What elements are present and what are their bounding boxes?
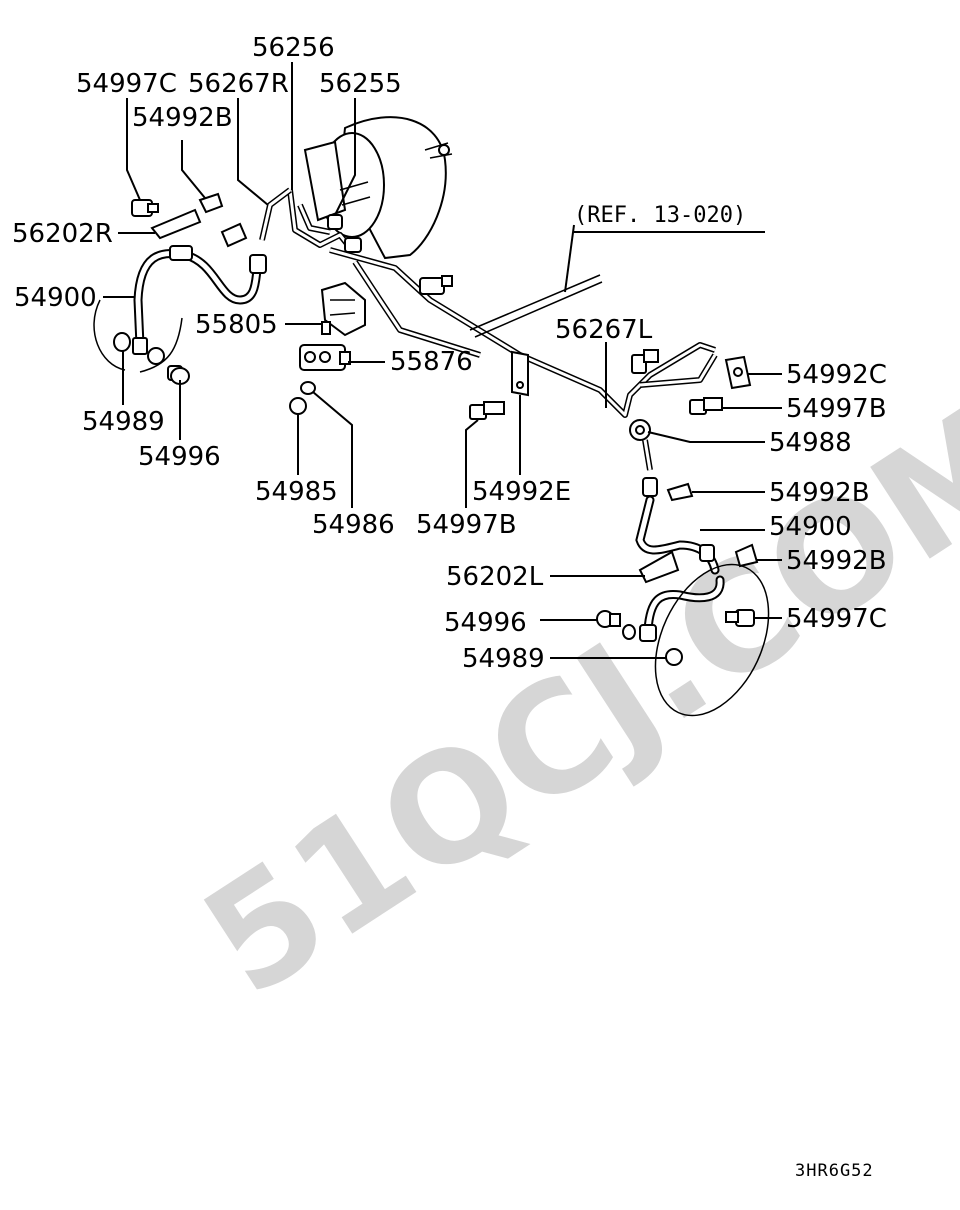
label-54997b-mid: 54997B — [416, 510, 517, 540]
bolt-54997b-right — [689, 397, 723, 415]
label-54989-left: 54989 — [82, 407, 165, 437]
label-54992b-right-1: 54992B — [769, 478, 870, 508]
bracket-56202r — [150, 208, 202, 240]
bracket-55805 — [320, 281, 366, 337]
clip-56267l-top — [631, 349, 659, 374]
bolt-54997c-left — [131, 199, 159, 217]
fitting-56255 — [327, 214, 362, 253]
nut-54986 — [300, 381, 316, 395]
bracket-56202l — [638, 550, 680, 584]
bolt-54996-left — [167, 365, 190, 385]
label-54986: 54986 — [312, 510, 395, 540]
label-54992e: 54992E — [472, 477, 571, 507]
label-54997c-top: 54997C — [76, 69, 177, 99]
gasket-left — [147, 347, 165, 365]
gasket-right — [622, 624, 636, 640]
label-56256: 56256 — [252, 33, 335, 63]
label-54988: 54988 — [769, 428, 852, 458]
label-55805: 55805 — [195, 310, 278, 340]
label-56267r: 56267R — [188, 69, 289, 99]
valve-55876 — [299, 344, 351, 371]
clip-54992e — [511, 350, 529, 397]
label-56255: 56255 — [319, 69, 402, 99]
bolt-54997b-mid — [469, 401, 505, 420]
clip-54992c — [724, 355, 752, 390]
bolt-54996-right — [596, 610, 621, 628]
label-54989-right: 54989 — [462, 644, 545, 674]
brake-hose-54900-left — [132, 245, 267, 355]
clip-54992b-right-1 — [666, 482, 694, 502]
brake-pipe-56267l-run — [329, 247, 718, 418]
brake-pipe-56267r — [259, 187, 292, 241]
watermark: 51QCJ.COM — [175, 369, 960, 1030]
label-54900-left: 54900 — [14, 283, 97, 313]
clip-54992b-left — [198, 192, 224, 214]
label-54997b-right: 54997B — [786, 394, 887, 424]
label-56267l: 56267L — [555, 315, 653, 345]
ref-label: (REF. 13-020) — [574, 203, 746, 228]
label-54997c-right: 54997C — [786, 604, 887, 634]
label-54985: 54985 — [255, 477, 338, 507]
union-54988 — [629, 419, 651, 441]
label-54900-right: 54900 — [769, 512, 852, 542]
brake-pipe-56256 — [287, 189, 355, 252]
label-54996-left: 54996 — [138, 442, 221, 472]
part-labels: 56256 54997C 56267R 56255 54992B 56202R … — [12, 33, 887, 674]
drawing-code: 3HR6G52 — [795, 1161, 874, 1181]
clip-54992b-right-2 — [734, 543, 759, 568]
bolt-54997c-right — [725, 609, 755, 627]
label-54992b-top: 54992B — [132, 103, 233, 133]
brake-booster-illustration — [303, 116, 453, 260]
label-56202r: 56202R — [12, 219, 113, 249]
label-54992c: 54992C — [786, 360, 887, 390]
ref-13-020-pipe — [469, 224, 765, 338]
washer-54989-right — [665, 648, 683, 666]
washer-54989-left — [113, 332, 131, 352]
label-54992b-right-2: 54992B — [786, 546, 887, 576]
nut-54985 — [289, 397, 307, 415]
label-55876: 55876 — [390, 347, 473, 377]
leader-lines — [103, 62, 782, 659]
brake-hose-54900-right — [635, 439, 725, 642]
label-54996-right: 54996 — [444, 608, 527, 638]
pipe-clip-center — [419, 275, 453, 295]
clip-small-left — [220, 222, 248, 248]
label-56202l: 56202L — [446, 562, 544, 592]
